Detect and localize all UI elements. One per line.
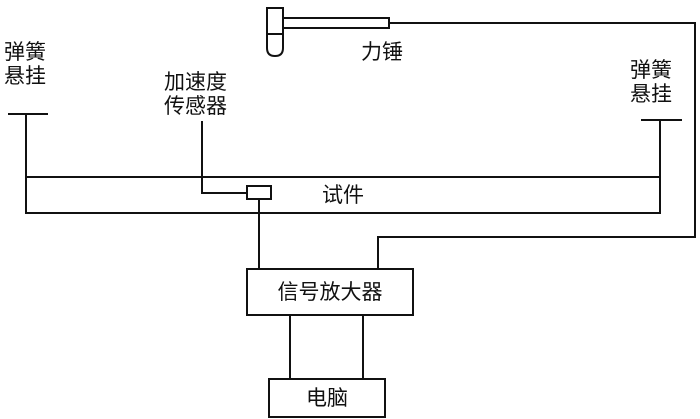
accelerometer-sensor-line-2: 传感器	[164, 94, 227, 118]
accelerometer-sensor-line-1: 加速度	[164, 70, 227, 94]
accelerometer-box	[246, 185, 272, 200]
signal-amplifier-box	[246, 268, 414, 316]
force-hammer-head	[266, 7, 284, 58]
accelerometer-sensor-label: 加速度 传感器	[164, 70, 227, 118]
signal-amplifier-label: 信号放大器	[277, 280, 383, 304]
left-spring-suspension-line-1: 弹簧	[4, 40, 46, 64]
computer-box	[268, 378, 386, 418]
force-hammer-label: 力锤	[361, 40, 403, 64]
force-hammer-handle	[282, 17, 390, 29]
computer-label: 电脑	[306, 386, 348, 410]
hammer-cable-line	[377, 22, 696, 269]
specimen-beam	[25, 176, 661, 214]
right-spring-suspension-label: 弹簧 悬挂	[630, 58, 672, 106]
sensor-lead-line	[201, 121, 247, 194]
left-spring-suspension-line-2: 悬挂	[4, 64, 46, 88]
left-spring-suspension-label: 弹簧 悬挂	[4, 40, 46, 88]
specimen-label: 试件	[322, 183, 364, 207]
right-spring-suspension-line-1: 弹簧	[630, 58, 672, 82]
right-spring-suspension-line-2: 悬挂	[630, 82, 672, 106]
